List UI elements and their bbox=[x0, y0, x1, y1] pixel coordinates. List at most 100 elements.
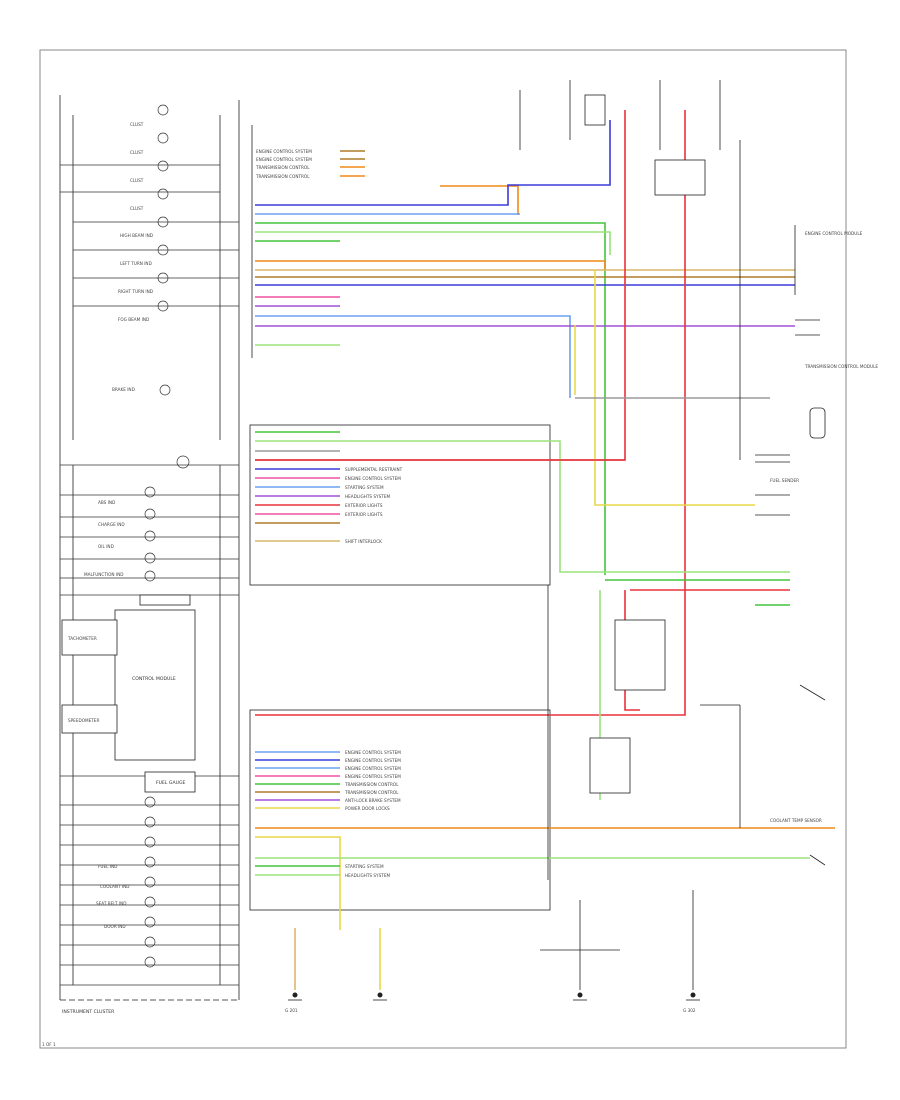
wire-labels-top: ENGINE CONTROL SYSTEM ENGINE CONTROL SYS… bbox=[255, 149, 312, 179]
bulb-icon bbox=[144, 936, 156, 948]
wire-label: ENGINE CONTROL SYSTEM bbox=[345, 774, 401, 779]
bulb-icon bbox=[144, 836, 156, 848]
bulb-icon bbox=[144, 530, 156, 542]
wire-orange-long bbox=[255, 260, 606, 270]
bulb-icon bbox=[144, 956, 156, 968]
indicator-bulbs bbox=[144, 104, 190, 968]
wire-orange bbox=[440, 185, 519, 215]
wire-labels-low: ENGINE CONTROL SYSTEM ENGINE CONTROL SYS… bbox=[344, 750, 401, 878]
wire-label: TRANSMISSION CONTROL bbox=[344, 790, 399, 795]
cluster-item-label: SPEEDOMETER bbox=[68, 718, 99, 723]
control-module-label: CONTROL MODULE bbox=[132, 676, 176, 682]
cluster-item-label: CLUST bbox=[130, 122, 144, 127]
cluster-item-label: FOG BEAM IND bbox=[118, 317, 149, 322]
wire-label: STARTING SYSTEM bbox=[345, 864, 384, 869]
coolant-temp-label: COOLANT TEMP SENSOR bbox=[770, 818, 822, 823]
bulb-icon bbox=[157, 104, 169, 116]
wire-yellow-vert bbox=[594, 270, 755, 506]
wire-label: ENGINE CONTROL SYSTEM bbox=[345, 766, 401, 771]
wire-label: ENGINE CONTROL SYSTEM bbox=[345, 758, 401, 763]
wire-label: TRANSMISSION CONTROL bbox=[255, 174, 310, 179]
wire-ltgreen-mid bbox=[255, 440, 790, 573]
transmission-module-label: TRANSMISSION CONTROL MODULE bbox=[804, 364, 878, 369]
cluster-item-label: TACHOMETER bbox=[67, 636, 97, 641]
cluster-item-label: CLUST bbox=[130, 178, 144, 183]
cluster-item-label: CLUST bbox=[130, 150, 144, 155]
fuel-gauge-box bbox=[144, 771, 196, 793]
wire-label: ANTI-LOCK BRAKE SYSTEM bbox=[345, 798, 401, 803]
sensor-box bbox=[809, 407, 826, 439]
cluster-item-label: LEFT TURN IND bbox=[120, 261, 152, 266]
cluster-traces bbox=[60, 164, 239, 986]
cluster-item-label: OIL IND bbox=[98, 544, 114, 549]
fuel-gauge-label: FUEL GAUGE bbox=[156, 780, 186, 786]
wire-yellow-low2 bbox=[255, 836, 341, 930]
ground-icon bbox=[686, 992, 700, 1001]
right-components bbox=[519, 80, 826, 990]
ground-icon bbox=[373, 992, 387, 1001]
ground-label: G 201 bbox=[285, 1008, 298, 1013]
wire-label: STARTING SYSTEM bbox=[345, 485, 384, 490]
wire-label: ENGINE CONTROL SYSTEM bbox=[256, 157, 312, 162]
bulb-icon bbox=[144, 876, 156, 888]
wire-label: HEADLIGHTS SYSTEM bbox=[345, 494, 390, 499]
ground-icon bbox=[573, 992, 587, 1001]
wire-label: EXTERIOR LIGHTS bbox=[345, 512, 383, 517]
bulb-icon bbox=[157, 132, 169, 144]
wire-red-vert2 bbox=[255, 110, 686, 716]
bulb-icon bbox=[157, 188, 169, 200]
bulb-icon bbox=[144, 916, 156, 928]
bulb-icon bbox=[144, 486, 156, 498]
wire-ltgreen bbox=[255, 231, 611, 255]
bulb-icon bbox=[144, 856, 156, 868]
connector-c3-frame bbox=[249, 709, 551, 911]
ground-label: G 302 bbox=[683, 1008, 696, 1013]
wire-label: ENGINE CONTROL SYSTEM bbox=[256, 149, 312, 154]
cluster-item-label: RIGHT TURN IND bbox=[118, 289, 153, 294]
wire-green bbox=[255, 222, 606, 575]
cluster-item-label: BRAKE IND bbox=[112, 387, 135, 392]
cluster-item-label: COOLANT IND bbox=[100, 884, 129, 889]
engine-module-label: ENGINE CONTROL MODULE bbox=[805, 231, 863, 236]
bulb-icon bbox=[144, 570, 156, 582]
cluster-item-label: DOOR IND bbox=[104, 924, 126, 929]
bulb-icon bbox=[144, 552, 156, 564]
bulb-icon bbox=[176, 455, 190, 469]
wire-label: TRANSMISSION CONTROL bbox=[255, 165, 310, 170]
wire-blue bbox=[255, 120, 611, 206]
wire-label: ENGINE CONTROL SYSTEM bbox=[345, 476, 401, 481]
bulb-icon bbox=[144, 896, 156, 908]
diagram-border bbox=[39, 49, 847, 1049]
module-subbox bbox=[61, 704, 118, 734]
control-module-box bbox=[114, 609, 196, 761]
cluster-item-label: MALFUNCTION IND bbox=[84, 572, 124, 577]
fuel-sender-label: FUEL SENDER bbox=[770, 478, 799, 483]
cluster-item-label: CLUST bbox=[130, 206, 144, 211]
cluster-item-label: FUEL IND bbox=[98, 864, 117, 869]
bulb-icon bbox=[157, 160, 169, 172]
cluster-item-label: CHARGE IND bbox=[98, 522, 125, 527]
bulb-icon bbox=[144, 796, 156, 808]
cluster-item-labels: CLUST CLUST CLUST CLUST HIGH BEAM IND LE… bbox=[67, 122, 153, 929]
bulb-icon bbox=[144, 508, 156, 520]
wire-label: ENGINE CONTROL SYSTEM bbox=[345, 750, 401, 755]
ground-icon bbox=[288, 992, 302, 1001]
instrument-cluster: CONTROL MODULE FUEL GAUGE INSTRUMENT CLU… bbox=[42, 95, 240, 1047]
bulb-icon bbox=[144, 816, 156, 828]
wire-ltblue2 bbox=[255, 315, 571, 398]
bulb-icon bbox=[159, 384, 171, 396]
module-subbox bbox=[139, 594, 191, 606]
cluster-item-label: ABS IND bbox=[98, 500, 115, 505]
switch-box bbox=[614, 619, 666, 691]
wire-label: POWER DOOR LOCKS bbox=[345, 806, 390, 811]
cluster-item-label: SEAT BELT IND bbox=[96, 901, 127, 906]
wire-label: HEADLIGHTS SYSTEM bbox=[345, 873, 390, 878]
page-ref: 1 OF 1 bbox=[42, 1042, 56, 1047]
wire-labels-mid: SUPPLEMENTAL RESTRAINT ENGINE CONTROL SY… bbox=[345, 467, 403, 544]
wires bbox=[255, 110, 835, 990]
instrument-cluster-label: INSTRUMENT CLUSTER bbox=[62, 1009, 115, 1015]
wire-label: SHIFT INTERLOCK bbox=[345, 539, 382, 544]
wire-label: EXTERIOR LIGHTS bbox=[345, 503, 383, 508]
switch-box bbox=[589, 737, 631, 794]
